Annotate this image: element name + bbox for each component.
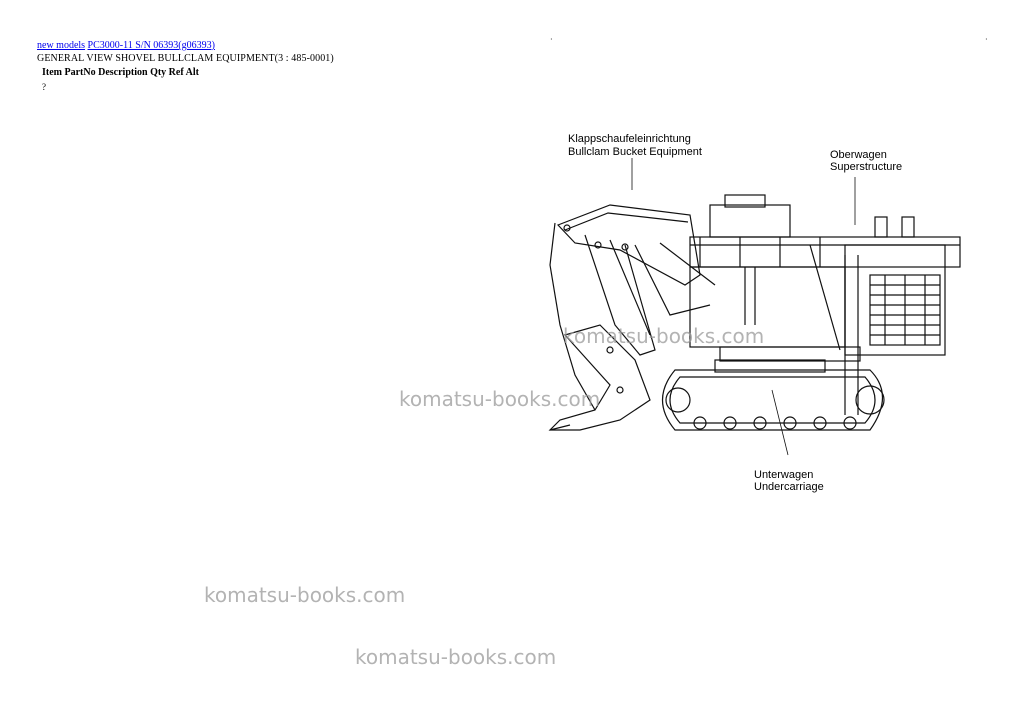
watermark: komatsu-books.com (399, 387, 601, 411)
watermark: komatsu-books.com (563, 324, 765, 348)
label-under-en: Undercarriage (754, 481, 824, 493)
col-qty: Qty (150, 67, 169, 78)
col-description: Description (98, 67, 151, 78)
label-bucket-en: Bullclam Bucket Equipment (568, 146, 702, 158)
breadcrumb: new models PC3000-11 S/N 06393(g06393) (37, 40, 215, 51)
speck-dot: · (550, 35, 553, 44)
breadcrumb-link-model[interactable]: PC3000-11 S/N 06393(g06393) (87, 40, 215, 51)
page-subtitle: GENERAL VIEW SHOVEL BULLCLAM EQUIPMENT(3… (37, 53, 334, 64)
col-item: Item (42, 67, 65, 78)
watermark: komatsu-books.com (204, 583, 406, 607)
table-header: Item PartNo Description Qty Ref Alt (42, 67, 199, 78)
label-bucket-de: Klappschaufeleinrichtung (568, 133, 691, 145)
col-alt: Alt (185, 67, 199, 78)
excavator-diagram: Klappschaufeleinrichtung Bullclam Bucket… (548, 133, 961, 493)
col-ref: Ref (168, 67, 186, 78)
watermark: komatsu-books.com (355, 645, 557, 669)
label-super-en: Superstructure (830, 161, 902, 173)
col-partno: PartNo (64, 67, 99, 78)
label-super-de: Oberwagen (830, 149, 887, 161)
label-under-de: Unterwagen (754, 469, 813, 481)
speck-dot: · (985, 35, 988, 44)
row-marker: ? (42, 82, 46, 92)
breadcrumb-link-new-models[interactable]: new models (37, 40, 86, 51)
